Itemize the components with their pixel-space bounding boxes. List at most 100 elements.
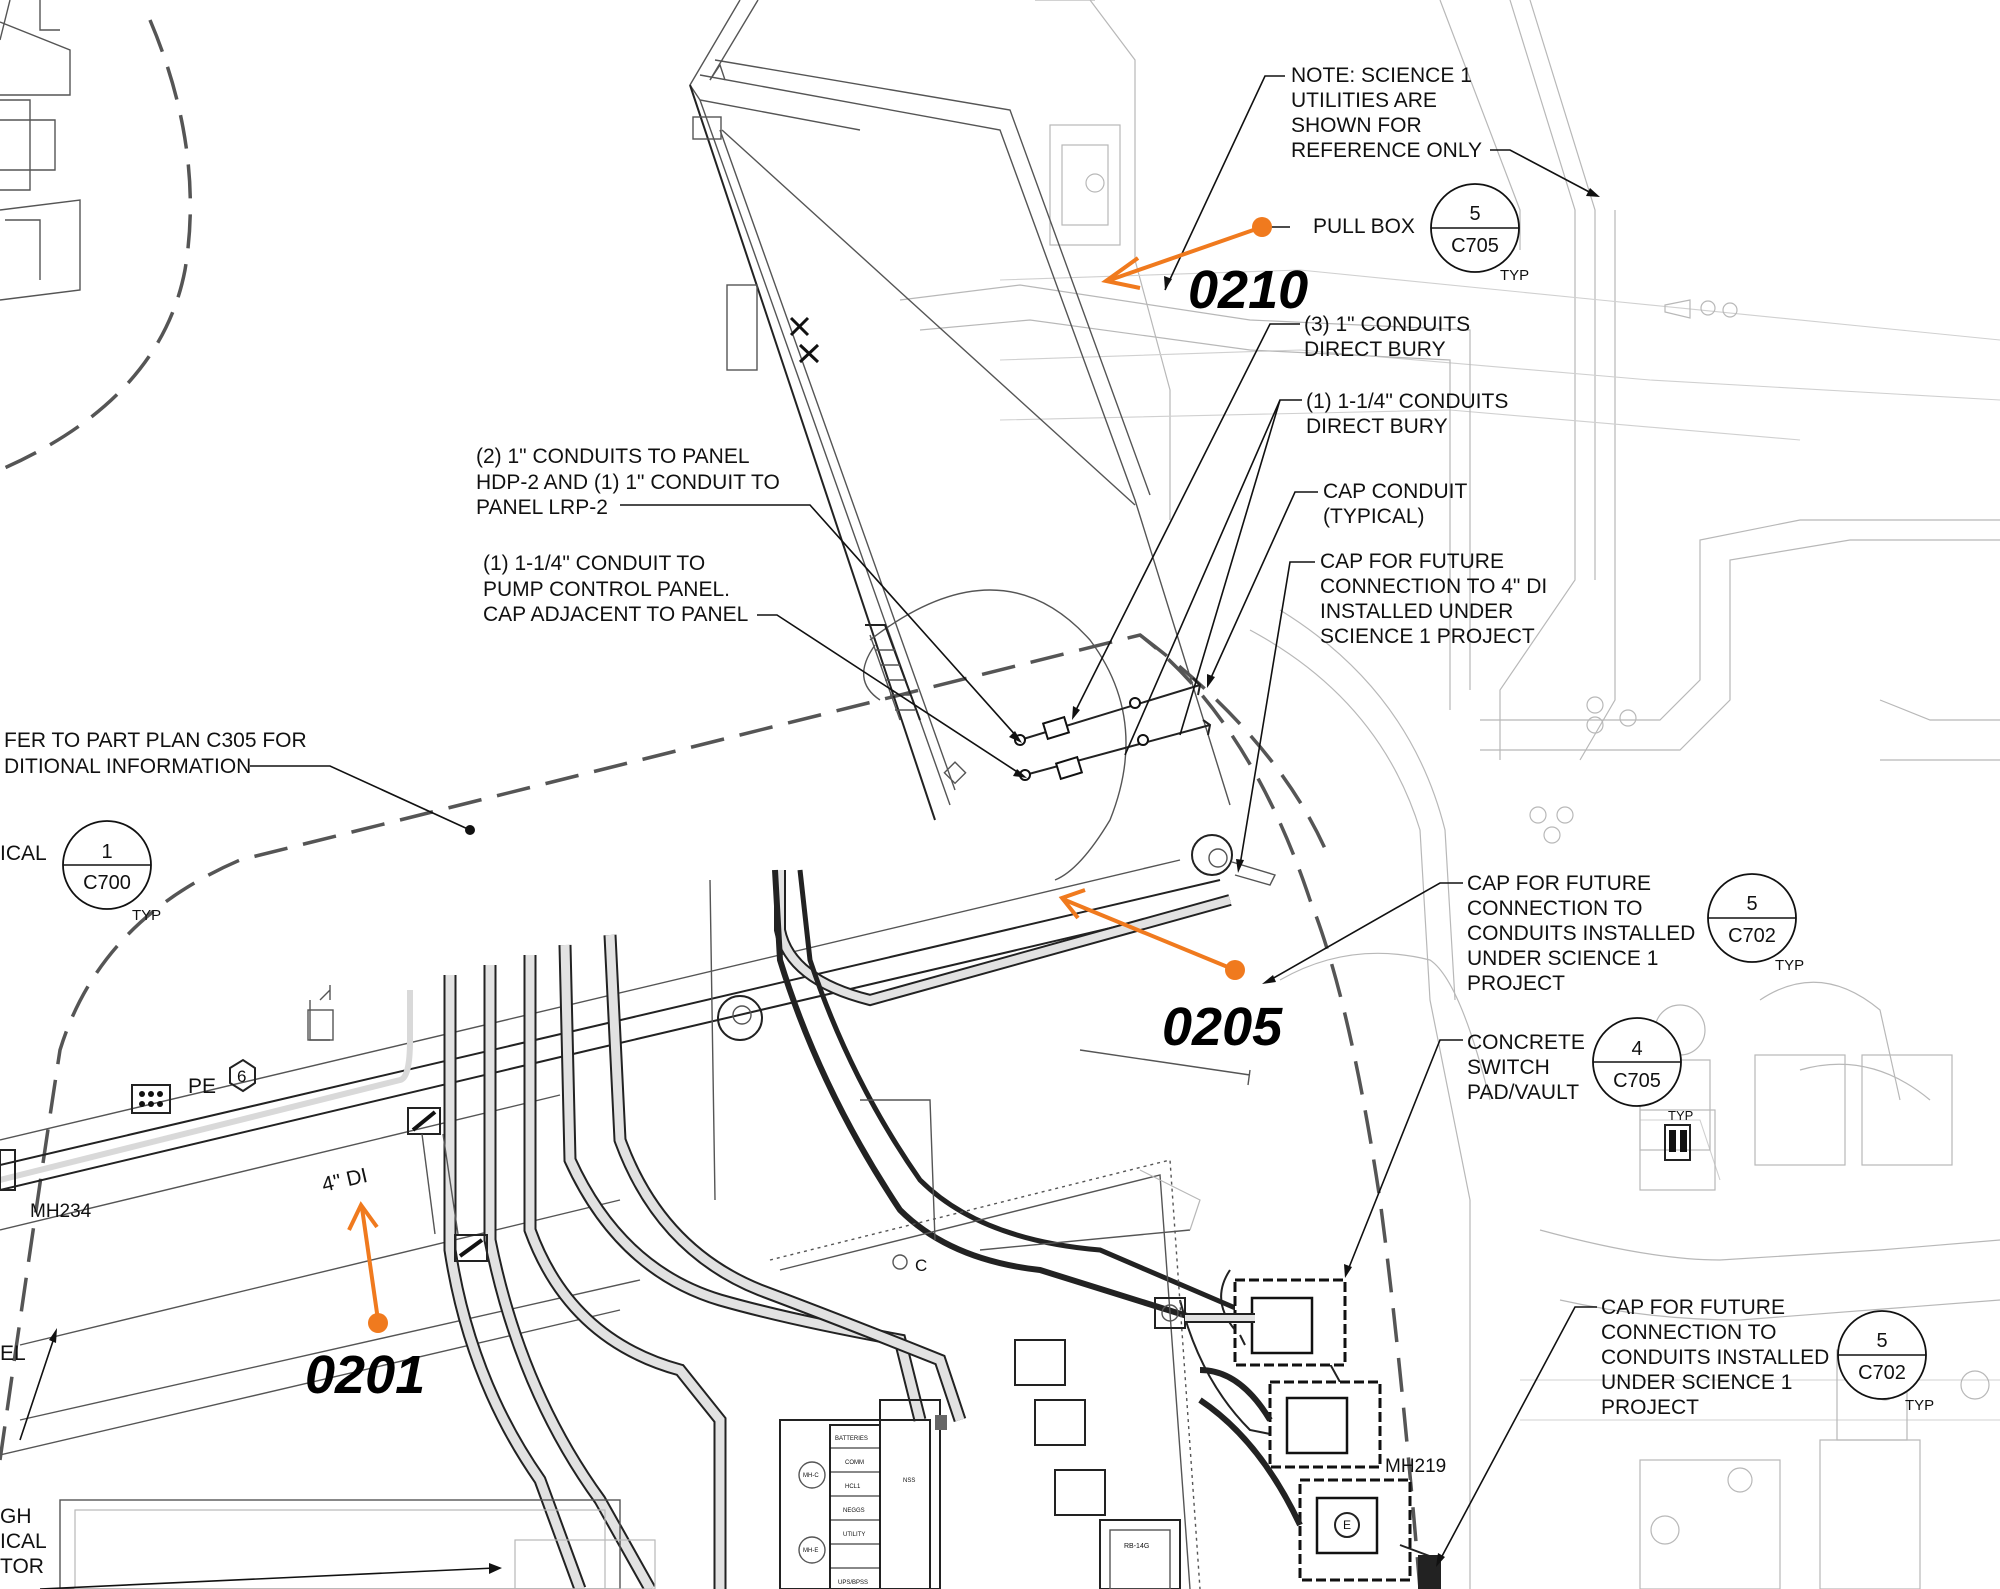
detail-bubble-c702-a[interactable]: 5 C702 TYP <box>1707 873 1804 974</box>
duct-bank <box>443 869 1351 1589</box>
panel-utility: UTILITY <box>843 1532 865 1538</box>
one-conduit-bury-line-2: DIRECT BURY <box>1306 415 1448 438</box>
mh219-label: MH219 <box>1385 1456 1446 1477</box>
cap-future-a-line-3: CONDUITS INSTALLED <box>1467 922 1695 945</box>
x-marks <box>789 316 820 364</box>
panel-nss: NSS <box>903 1478 915 1484</box>
note-cap-future-a: CAP FOR FUTURE CONNECTION TO CONDUITS IN… <box>1262 872 1695 995</box>
note-science-reference: NOTE: SCIENCE 1 UTILITIES ARE SHOWN FOR … <box>1164 64 1600 291</box>
cap-future-4di-line-3: INSTALLED UNDER <box>1320 600 1513 623</box>
dashed-boundary-curve-left <box>0 19 193 472</box>
left-bottom-fragment-1: GH <box>0 1505 32 1528</box>
pad-blocks-left <box>0 1058 656 1589</box>
dashed-utility-branch <box>1138 633 1332 861</box>
left-el-fragment: EL <box>0 1342 26 1365</box>
detail-bubble-c702-b[interactable]: 5 C702 TYP <box>1837 1310 1934 1414</box>
note-cap-future-4di: CAP FOR FUTURE CONNECTION TO 4" DI INSTA… <box>1236 550 1547 873</box>
pe-number: 6 <box>237 1067 246 1086</box>
one-conduit-bury-line-1: (1) 1-1/4" CONDUITS <box>1306 390 1508 413</box>
note-three-conduits: (3) 1" CONDUITS DIRECT BURY <box>1072 313 1470 720</box>
concrete-switch-line-2: SWITCH <box>1467 1056 1550 1079</box>
refer-part-plan-line-1: FER TO PART PLAN C305 FOR <box>4 729 307 752</box>
detail-bubble-c700[interactable]: 1 C700 TYP <box>62 820 161 924</box>
note-one-conduit-bury: (1) 1-1/4" CONDUITS DIRECT BURY <box>1124 390 1508 756</box>
panel-comm: COMM <box>845 1460 864 1466</box>
three-conduits-line-2: DIRECT BURY <box>1304 338 1446 361</box>
typ-pad-label: TYP <box>1668 1108 1693 1123</box>
rb-label: RB-14G <box>1124 1543 1149 1550</box>
note-pull-box: PULL BOX <box>1260 215 1415 238</box>
callout-0210-label: 0210 <box>1188 260 1308 320</box>
concrete-switch-line-3: PAD/VAULT <box>1467 1081 1579 1104</box>
note-cap-future-b: CAP FOR FUTURE CONNECTION TO CONDUITS IN… <box>1436 1296 1829 1567</box>
note-cap-conduit: CAP CONDUIT (TYPICAL) <box>1207 480 1467 688</box>
bubble-1-num: 5 <box>1469 203 1480 225</box>
cap-future-b-line-4: UNDER SCIENCE 1 <box>1601 1371 1792 1394</box>
cap-conduit-line-2: (TYPICAL) <box>1323 505 1425 528</box>
bubble-5-typ: TYP <box>1905 1397 1934 1414</box>
pull-box-symbol <box>1191 834 1233 876</box>
two-conduits-line-3: PANEL LRP-2 <box>476 496 608 519</box>
note-science-line-4: REFERENCE ONLY <box>1291 139 1482 162</box>
panel-ups: UPS/BPSS <box>838 1580 868 1586</box>
bubble-1-sheet: C705 <box>1451 235 1499 257</box>
callout-0205[interactable]: 0205 <box>1058 888 1283 1057</box>
turnaround-circle <box>869 589 1127 881</box>
bubble-3-num: 5 <box>1746 893 1757 915</box>
callout-0210[interactable]: 0210 <box>1101 217 1308 320</box>
cap-future-a-line-5: PROJECT <box>1467 972 1565 995</box>
cap-future-b-line-3: CONDUITS INSTALLED <box>1601 1346 1829 1369</box>
refer-part-plan-line-2: DITIONAL INFORMATION <box>4 755 251 778</box>
note-science-line-1: NOTE: SCIENCE 1 <box>1291 64 1472 87</box>
vault-e-label: E <box>1343 1518 1351 1532</box>
dashed-utility-line <box>0 633 1422 1589</box>
bubble-2-num: 1 <box>101 841 112 863</box>
left-ical-fragment: ICAL <box>0 842 47 865</box>
typ-pad-detail: TYP <box>1639 1108 1716 1191</box>
cap-future-a-line-2: CONNECTION TO <box>1467 897 1642 920</box>
detail-bubble-c705-pullbox[interactable]: 5 C705 TYP <box>1430 183 1529 284</box>
retaining-wall <box>689 0 1231 821</box>
concrete-switch-line-1: CONCRETE <box>1467 1031 1585 1054</box>
three-conduits-line-1: (3) 1" CONDUITS <box>1304 313 1470 336</box>
manhole-circle <box>717 995 763 1041</box>
panel-neggs: NEGGS <box>843 1508 865 1514</box>
building-outline <box>0 0 81 301</box>
light-fixture-icons <box>1529 300 1738 844</box>
bubble-3-sheet: C702 <box>1728 925 1776 947</box>
four-inch-di-label: 4" DI <box>320 1164 370 1197</box>
left-leader <box>19 1334 56 1441</box>
left-bottom-fragment-2: ICAL <box>0 1530 47 1553</box>
note-concrete-switch: CONCRETE SWITCH PAD/VAULT <box>1344 1031 1585 1278</box>
pe-tag-label: PE <box>188 1075 216 1098</box>
bubble-3-typ: TYP <box>1775 957 1804 974</box>
mh234-label: MH234 <box>30 1201 92 1222</box>
concrete-switch-vaults: E RB-14G <box>1099 1269 1441 1589</box>
pull-box-label: PULL BOX <box>1313 215 1415 238</box>
panel-hcl1: HCL1 <box>845 1484 861 1490</box>
cap-future-4di-line-1: CAP FOR FUTURE <box>1320 550 1504 573</box>
bubble-4-num: 4 <box>1631 1038 1642 1060</box>
c-mark: C <box>915 1256 927 1275</box>
detail-bubble-c705-switch[interactable]: 4 C705 <box>1592 1017 1682 1107</box>
cap-future-a-line-4: UNDER SCIENCE 1 <box>1467 947 1658 970</box>
direct-bury-conduits <box>1014 677 1212 781</box>
panel-batteries: BATTERIES <box>835 1436 868 1442</box>
bubble-2-sheet: C700 <box>83 872 131 894</box>
reference-linework <box>899 0 2000 1589</box>
cap-future-b-line-1: CAP FOR FUTURE <box>1601 1296 1785 1319</box>
bubble-4-sheet: C705 <box>1613 1070 1661 1092</box>
bubble-5-sheet: C702 <box>1858 1362 1906 1384</box>
switchgear-cluster <box>1014 1297 1186 1516</box>
note-two-conduits-panel: (2) 1" CONDUITS TO PANEL HDP-2 AND (1) 1… <box>476 445 1022 743</box>
bubble-2-typ: TYP <box>132 907 161 924</box>
roadway-lines <box>0 859 1231 1456</box>
two-conduits-line-1: (2) 1" CONDUITS TO PANEL <box>476 445 750 468</box>
note-science-line-3: SHOWN FOR <box>1291 114 1422 137</box>
stair-symbol <box>865 624 921 721</box>
cap-future-b-line-5: PROJECT <box>1601 1396 1699 1419</box>
manhole-c-label: MH-C <box>803 1473 819 1479</box>
callout-0201[interactable]: 0201 <box>305 1201 425 1405</box>
bubble-5-num: 5 <box>1876 1330 1887 1352</box>
